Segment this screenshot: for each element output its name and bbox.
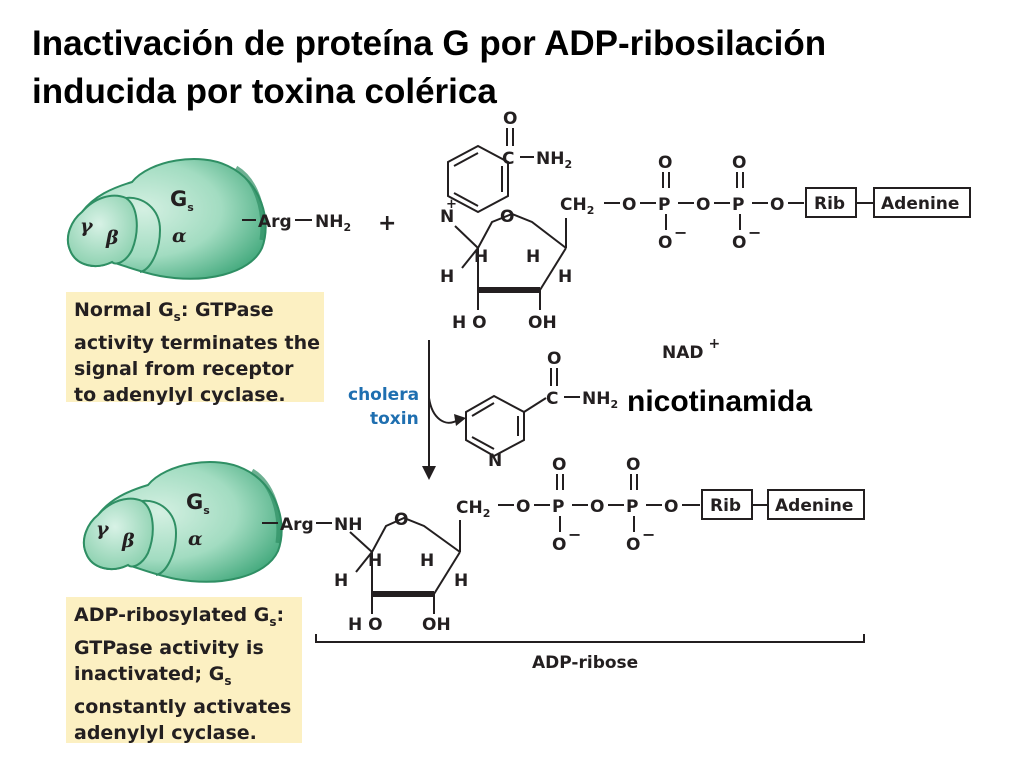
adp-ho: H O bbox=[348, 615, 383, 635]
nad-amide-nh2: NH2 bbox=[536, 149, 572, 171]
gs-protein-top: Gs α β γ bbox=[68, 159, 266, 279]
gs-label-bottom: Gs bbox=[186, 490, 210, 517]
adp-o-bridge2: O bbox=[590, 497, 604, 517]
gs-label-top: Gs bbox=[170, 187, 194, 214]
adp-h2: H bbox=[368, 551, 382, 571]
normal-note-line-3: signal from receptor bbox=[74, 357, 294, 380]
nad-ch2: CH2 bbox=[560, 195, 594, 217]
nad-o-bridge1: O bbox=[622, 195, 636, 215]
adp-h4: H bbox=[454, 571, 468, 591]
adp-p2-charge: − bbox=[642, 525, 655, 544]
normal-gs-note: Normal Gs: GTPase activity terminates th… bbox=[66, 292, 324, 406]
nicotinamide-carbon: C bbox=[546, 389, 558, 409]
adp-adenine-box: Adenine bbox=[775, 496, 853, 516]
nad-adenine-box: Adenine bbox=[881, 194, 959, 214]
adp-h1: H bbox=[334, 571, 348, 591]
beta-label-bottom: β bbox=[121, 530, 135, 552]
nad-n-charge: + bbox=[446, 197, 457, 212]
nad-oxygen-top: O bbox=[503, 109, 517, 129]
nad-h3: H bbox=[526, 247, 540, 267]
nicotinamide-nh2: NH2 bbox=[582, 389, 618, 411]
gs-protein-bottom: Gs α β γ bbox=[84, 462, 282, 582]
adp-phosphorus-2: P bbox=[626, 497, 638, 517]
ribosylated-note-line-2: GTPase activity is bbox=[74, 636, 264, 659]
cholera-toxin-line2: toxin bbox=[370, 409, 419, 429]
normal-note-line-1: Normal Gs: GTPase bbox=[74, 299, 274, 324]
ribosylated-note-line-1: ADP-ribosylated Gs: bbox=[74, 604, 285, 629]
nad-nitrogen: N bbox=[440, 207, 454, 227]
nicotinamide-nitrogen: N bbox=[488, 451, 502, 471]
adp-p1-charge: − bbox=[568, 525, 581, 544]
nad-oh: OH bbox=[528, 313, 557, 333]
adp-p1-oxygen-top: O bbox=[552, 455, 566, 475]
cholera-toxin-line1: cholera bbox=[348, 385, 419, 405]
title-line-1: Inactivación de proteína G por ADP-ribos… bbox=[32, 24, 827, 63]
normal-note-line-2: activity terminates the bbox=[74, 331, 321, 354]
nad-ribose-oxygen: O bbox=[500, 207, 514, 227]
nad-phosphorus-1: P bbox=[658, 195, 670, 215]
nad-molecule: C O NH2 N + O H H H H H O OH CH2 O P O bbox=[440, 109, 971, 363]
adp-oh: OH bbox=[422, 615, 451, 635]
ribosylated-note-line-5: adenylyl cyclase. bbox=[74, 721, 257, 744]
nad-p1-charge: − bbox=[674, 223, 687, 242]
alpha-label-bottom: α bbox=[188, 528, 203, 550]
title-line-2: inducida por toxina colérica bbox=[32, 72, 497, 111]
nad-label: NAD+ bbox=[662, 336, 720, 363]
alpha-label-top: α bbox=[172, 225, 187, 247]
adp-rib-box: Rib bbox=[710, 496, 741, 516]
adp-ch2: CH2 bbox=[456, 498, 490, 520]
adp-ribose-oxygen: O bbox=[394, 510, 408, 530]
nad-h2: H bbox=[474, 247, 488, 267]
beta-label-top: β bbox=[105, 227, 119, 249]
arg-label-bottom: Arg bbox=[280, 515, 314, 535]
ribosylated-gs-note: ADP-ribosylated Gs: GTPase activity is i… bbox=[66, 597, 302, 744]
nicotinamida-label: nicotinamida bbox=[627, 385, 813, 418]
nad-ho: H O bbox=[452, 313, 487, 333]
nad-o-bridge2: O bbox=[696, 195, 710, 215]
nad-o-bridge3: O bbox=[770, 195, 784, 215]
nad-p2-oxygen-bottom: O bbox=[732, 233, 746, 253]
adp-ribose-label: ADP-ribose bbox=[532, 653, 638, 673]
page-title: Inactivación de proteína G por ADP-ribos… bbox=[32, 20, 992, 116]
nad-rib-box: Rib bbox=[814, 194, 845, 214]
nad-h4: H bbox=[558, 267, 572, 287]
gamma-label-bottom: γ bbox=[96, 518, 110, 540]
adp-o-bridge3: O bbox=[664, 497, 678, 517]
normal-note-line-4: to adenylyl cyclase. bbox=[74, 383, 286, 406]
nicotinamide-molecule: N C O NH2 bbox=[465, 349, 618, 471]
adp-p2-oxygen-bottom: O bbox=[626, 535, 640, 555]
ribosylated-note-line-3: inactivated; Gs bbox=[74, 662, 232, 688]
nad-p1-oxygen-bottom: O bbox=[658, 233, 672, 253]
arg-label-top: Arg bbox=[258, 212, 292, 232]
nad-phosphorus-2: P bbox=[732, 195, 744, 215]
nad-p2-charge: − bbox=[748, 223, 761, 242]
plus-sign: + bbox=[378, 211, 396, 236]
nad-p1-oxygen-top: O bbox=[658, 153, 672, 173]
gamma-label-top: γ bbox=[80, 215, 94, 237]
adp-phosphorus-1: P bbox=[552, 497, 564, 517]
adp-p1-oxygen-bottom: O bbox=[552, 535, 566, 555]
adp-h3: H bbox=[420, 551, 434, 571]
nad-p2-oxygen-top: O bbox=[732, 153, 746, 173]
nad-carbon: C bbox=[502, 149, 514, 169]
adp-p2-oxygen-top: O bbox=[626, 455, 640, 475]
nh2-label-top: NH2 bbox=[315, 212, 351, 234]
adp-o-bridge1: O bbox=[516, 497, 530, 517]
nh-label-bottom: NH bbox=[334, 515, 362, 535]
nicotinamide-oxygen: O bbox=[547, 349, 561, 369]
adp-ribose-group: O H H H H H O OH CH2 O P O O − O P O O − bbox=[315, 455, 865, 673]
nad-h1: H bbox=[440, 267, 454, 287]
ribosylated-note-line-4: constantly activates bbox=[74, 695, 292, 718]
